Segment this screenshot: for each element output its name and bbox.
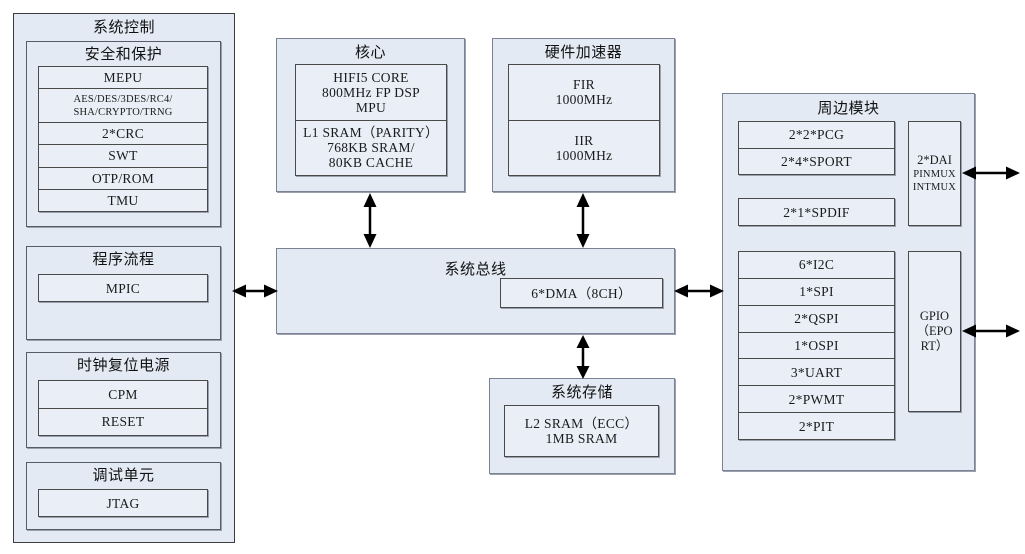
program-flow-title: 程序流程 (92, 252, 155, 268)
debug-item-label: JTAG (106, 495, 140, 511)
arrow-dai-external (962, 163, 1020, 183)
security-item-label: 2*CRC (101, 126, 144, 142)
peripheral-label: 2*PWMT (788, 391, 845, 407)
security-item-label: OTP/ROM (91, 170, 155, 186)
peripheral-label: 1*SPI (799, 284, 834, 300)
list-item[interactable]: 1*OSPI (739, 332, 894, 360)
list-item[interactable]: FIR 1000MHz (509, 65, 659, 121)
list-item[interactable]: 2*PWMT (739, 386, 894, 414)
list-item[interactable]: 2*PIT (739, 413, 894, 440)
arrow-gpio-external (962, 321, 1020, 341)
peripheral-spdif-list: 2*1*SPDIF (738, 198, 895, 226)
core-title: 核心 (354, 45, 386, 61)
peripheral-label: 2*4*SPORT (781, 153, 852, 169)
dma-label: 6*DMA（8CH） (531, 285, 632, 301)
gpio-label: GPIO （EPO RT） (916, 309, 953, 353)
peripheral-label: 2*PIT (798, 418, 835, 434)
list-item[interactable]: 2*CRC (39, 123, 207, 146)
storage-item-label: L2 SRAM（ECC） 1MB SRAM (524, 416, 639, 446)
arrow-bus-to-peripherals (674, 281, 724, 301)
system-bus-title: 系统总线 (444, 262, 507, 278)
peripheral-label: 2*2*PCG (788, 127, 845, 143)
peripheral-audio-list: 2*2*PCG 2*4*SPORT (738, 121, 895, 175)
arrow-bus-to-storage (573, 335, 593, 379)
list-item[interactable]: 2*2*PCG (739, 122, 894, 149)
accelerator-item-list: FIR 1000MHz IIR 1000MHz (508, 64, 660, 176)
list-item[interactable]: 2*1*SPDIF (739, 199, 894, 225)
list-item[interactable]: TMU (39, 189, 207, 211)
dai-label-intmux: INTMUX (912, 182, 957, 193)
arrow-accelerator-to-bus (573, 193, 593, 248)
system-storage-item-list: L2 SRAM（ECC） 1MB SRAM (504, 405, 659, 457)
security-item-label: AES/DES/3DES/RC4/ SHA/CRYPTO/TRNG (73, 93, 173, 118)
list-item[interactable]: JTAG (39, 490, 207, 516)
security-group-title: 安全和保护 (84, 47, 163, 63)
core-item-label: HIFI5 CORE 800MHz FP DSP MPU (322, 69, 420, 115)
accelerator-title: 硬件加速器 (544, 45, 623, 61)
clock-item-label: CPM (108, 386, 138, 402)
clock-reset-power-item-list: CPM RESET (38, 380, 208, 436)
peripherals-title: 周边模块 (817, 101, 880, 117)
arrow-system-control-to-bus (232, 281, 278, 301)
list-item[interactable]: 6*I2C (739, 252, 894, 279)
peripheral-label: 3*UART (790, 364, 843, 380)
security-item-label: TMU (107, 192, 139, 208)
list-item[interactable]: IIR 1000MHz (509, 120, 659, 175)
arrow-core-to-bus (360, 193, 380, 248)
dai-label-main: 2*DAI (917, 153, 952, 167)
security-item-label: MEPU (103, 70, 143, 86)
peripheral-label: 6*I2C (798, 257, 835, 273)
list-item[interactable]: 1*SPI (739, 278, 894, 306)
clock-item-label: RESET (101, 414, 145, 430)
list-item[interactable]: AES/DES/3DES/RC4/ SHA/CRYPTO/TRNG (39, 89, 207, 124)
list-item[interactable]: L2 SRAM（ECC） 1MB SRAM (505, 406, 658, 456)
list-item[interactable]: HIFI5 CORE 800MHz FP DSP MPU (296, 65, 446, 121)
dai-block[interactable]: 2*DAI PINMUX INTMUX (908, 121, 961, 226)
peripheral-serial-list: 6*I2C 1*SPI 2*QSPI 1*OSPI 3*UART 2*PWMT … (738, 251, 895, 440)
list-item[interactable]: L1 SRAM（PARITY） 768KB SRAM/ 80KB CACHE (296, 120, 446, 175)
core-item-list: HIFI5 CORE 800MHz FP DSP MPU L1 SRAM（PAR… (295, 64, 447, 176)
list-item[interactable]: 3*UART (739, 359, 894, 387)
list-item[interactable]: CPM (39, 381, 207, 409)
list-item[interactable]: OTP/ROM (39, 167, 207, 190)
list-item[interactable]: 2*QSPI (739, 305, 894, 333)
peripheral-label: 2*1*SPDIF (783, 204, 850, 220)
peripheral-label: 1*OSPI (794, 338, 839, 353)
clock-reset-power-title: 时钟复位电源 (76, 358, 170, 374)
dai-label-pinmux: PINMUX (913, 169, 956, 180)
debug-unit-item-list: JTAG (38, 489, 208, 517)
gpio-block[interactable]: GPIO （EPO RT） (908, 251, 961, 412)
dma-block[interactable]: 6*DMA（8CH） (500, 278, 663, 308)
debug-unit-title: 调试单元 (92, 468, 155, 484)
security-item-list: MEPU AES/DES/3DES/RC4/ SHA/CRYPTO/TRNG 2… (38, 66, 208, 212)
program-flow-item-label: MPIC (105, 280, 141, 296)
list-item[interactable]: MEPU (39, 67, 207, 90)
program-flow-item-list: MPIC (38, 274, 208, 302)
list-item[interactable]: RESET (39, 408, 207, 435)
list-item[interactable]: 2*4*SPORT (739, 148, 894, 174)
accelerator-item-label: IIR 1000MHz (555, 132, 613, 163)
list-item[interactable]: SWT (39, 145, 207, 168)
system-storage-title: 系统存储 (550, 385, 613, 401)
list-item[interactable]: MPIC (39, 275, 207, 301)
core-item-label: L1 SRAM（PARITY） 768KB SRAM/ 80KB CACHE (303, 125, 439, 171)
security-item-label: SWT (108, 148, 138, 164)
peripheral-label: 2*QSPI (794, 311, 839, 327)
accelerator-item-label: FIR 1000MHz (555, 77, 613, 108)
system-control-title: 系统控制 (92, 20, 155, 36)
